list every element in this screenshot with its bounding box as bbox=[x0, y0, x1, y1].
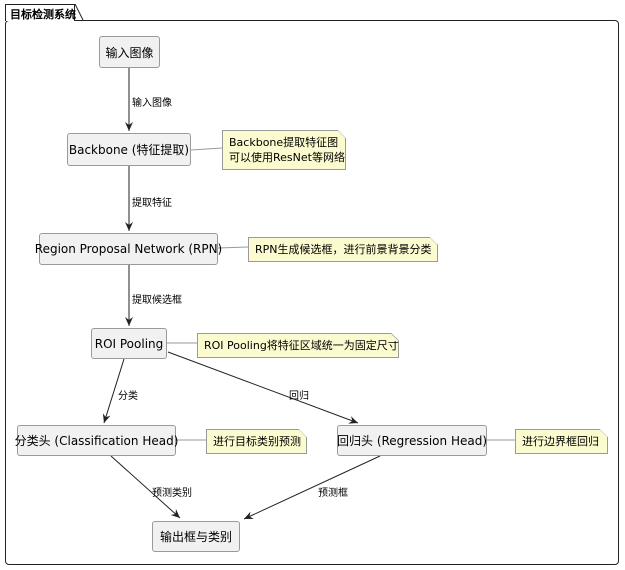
note-regression: 进行边界框回归 bbox=[515, 429, 608, 454]
note-classification: 进行目标类别预测 bbox=[206, 429, 307, 454]
note-backbone-line2: 可以使用ResNet等网络 bbox=[229, 151, 345, 164]
note-link-backbone bbox=[190, 147, 223, 151]
node-output: 输出框与类别 bbox=[152, 521, 240, 552]
edge-label-input-image: 输入图像 bbox=[132, 98, 172, 109]
edge-label-predict-box: 预测框 bbox=[318, 488, 348, 499]
note-link-rpn bbox=[217, 246, 249, 249]
frame-tab bbox=[5, 4, 75, 21]
edge-reg-output bbox=[243, 455, 381, 520]
edge-roi-cls bbox=[102, 358, 125, 424]
edge-label-regress: 回归 bbox=[289, 391, 309, 402]
edge-roi-reg bbox=[167, 351, 359, 424]
system-frame bbox=[5, 20, 619, 565]
node-rpn: Region Proposal Network (RPN) bbox=[35, 233, 222, 265]
note-backbone-line1: Backbone提取特征图 bbox=[229, 136, 339, 149]
edge-label-extract-features: 提取特征 bbox=[132, 198, 172, 209]
node-backbone: Backbone (特征提取) bbox=[67, 133, 191, 166]
note-backbone: Backbone提取特征图 可以使用ResNet等网络 bbox=[222, 130, 346, 170]
frame-title: 目标检测系统 bbox=[10, 8, 76, 21]
node-classification-head: 分类头 (Classification Head) bbox=[15, 425, 178, 456]
note-rpn: RPN生成候选框，进行前景背景分类 bbox=[248, 237, 438, 262]
node-roi-pooling: ROI Pooling bbox=[91, 328, 167, 359]
frame-tab-corner bbox=[75, 4, 84, 21]
note-roi: ROI Pooling将特征区域统一为固定尺寸 bbox=[197, 333, 399, 358]
edge-label-extract-proposals: 提取候选框 bbox=[132, 295, 182, 306]
node-regression-head: 回归头 (Regression Head) bbox=[337, 425, 487, 456]
edge-label-classify: 分类 bbox=[118, 391, 138, 402]
edge-label-predict-class: 预测类别 bbox=[152, 488, 192, 499]
node-input-image: 输入图像 bbox=[99, 36, 160, 68]
edge-cls-output bbox=[110, 455, 181, 519]
